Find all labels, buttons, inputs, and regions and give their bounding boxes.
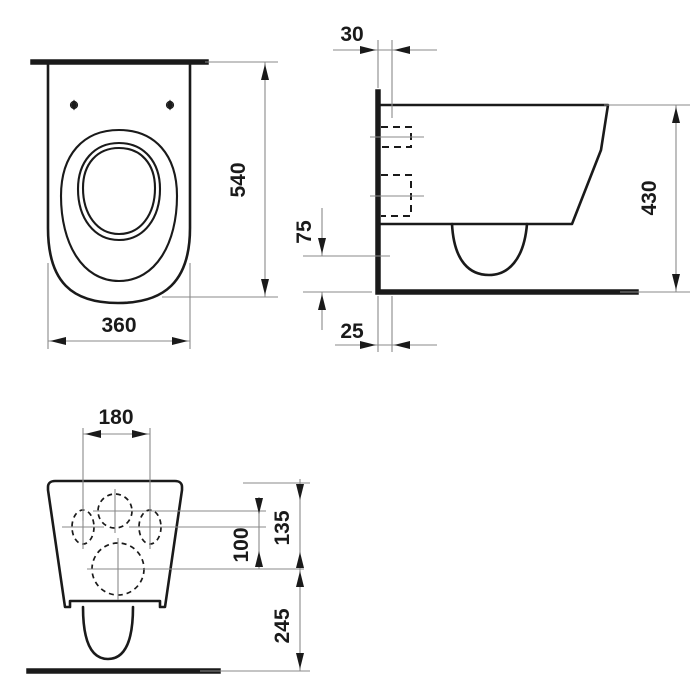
plan-bowl-outline (46, 61, 192, 305)
front-outlet-underside (81, 605, 135, 661)
dim-360-label: 360 (101, 314, 136, 337)
dim-180-group: 180 (82, 406, 151, 521)
side-bowl-underside (450, 222, 529, 277)
dim-245-label: 245 (271, 608, 294, 643)
dim-135-arrow-bottom (296, 552, 304, 568)
dim-430-arrow-bottom (672, 274, 680, 290)
dim-100-arrow-bottom (255, 551, 263, 567)
plan-fixing-bolt-left (69, 99, 79, 111)
dim-245-group: 245 (200, 569, 310, 672)
front-view: 180 100 135 (26, 406, 310, 674)
dim-75-group: 75 (293, 208, 390, 330)
side-wall-floor-line (375, 89, 639, 295)
dim-180-label: 180 (98, 406, 133, 429)
plan-bowl-rim-inner (76, 141, 162, 242)
dim-25-group: 25 (335, 296, 437, 352)
dim-360-arrow-left (50, 337, 66, 345)
dim-540-group: 540 (162, 61, 278, 298)
side-view: 30 25 75 (293, 23, 690, 352)
dim-360-group: 360 (47, 263, 191, 349)
dim-135-group: 135 (243, 479, 310, 569)
dim-135-arrow-top (296, 484, 304, 500)
dim-100-group: 100 (230, 497, 263, 569)
dim-180-arrow-right (132, 430, 148, 438)
dim-30-label: 30 (340, 23, 363, 46)
front-body-outline (46, 479, 184, 609)
dim-540-label: 540 (227, 162, 250, 197)
dim-135-label: 135 (271, 510, 294, 545)
dim-540-arrow-bottom (261, 279, 269, 295)
dim-30-group: 30 (333, 23, 437, 118)
plan-fixing-bolt-right (165, 99, 175, 111)
dim-100-label: 100 (230, 527, 253, 562)
dim-75-label: 75 (293, 220, 316, 244)
dim-245-arrow-bottom (296, 653, 304, 669)
dim-430-group: 430 (604, 104, 690, 293)
dim-180-arrow-left (85, 430, 101, 438)
dim-430-label: 430 (638, 180, 661, 215)
dim-75-arrow-bottom (318, 294, 326, 310)
side-body-outline (377, 103, 610, 226)
dim-25-label: 25 (340, 320, 364, 343)
dim-30-arrow-right (394, 46, 410, 54)
dim-25-arrow-left (360, 341, 376, 349)
plan-seat-inner (81, 146, 157, 236)
dim-30-arrow-left (360, 46, 376, 54)
plan-seat-outer (59, 128, 179, 283)
dim-360-arrow-right (172, 337, 188, 345)
dim-245-arrow-top (296, 571, 304, 587)
dim-25-arrow-right (394, 341, 410, 349)
plan-view: 540 360 (30, 59, 278, 349)
dim-100-arrow-top (255, 498, 263, 514)
dim-540-arrow-top (261, 64, 269, 80)
dim-75-arrow-top (318, 238, 326, 254)
dim-430-arrow-top (672, 107, 680, 123)
